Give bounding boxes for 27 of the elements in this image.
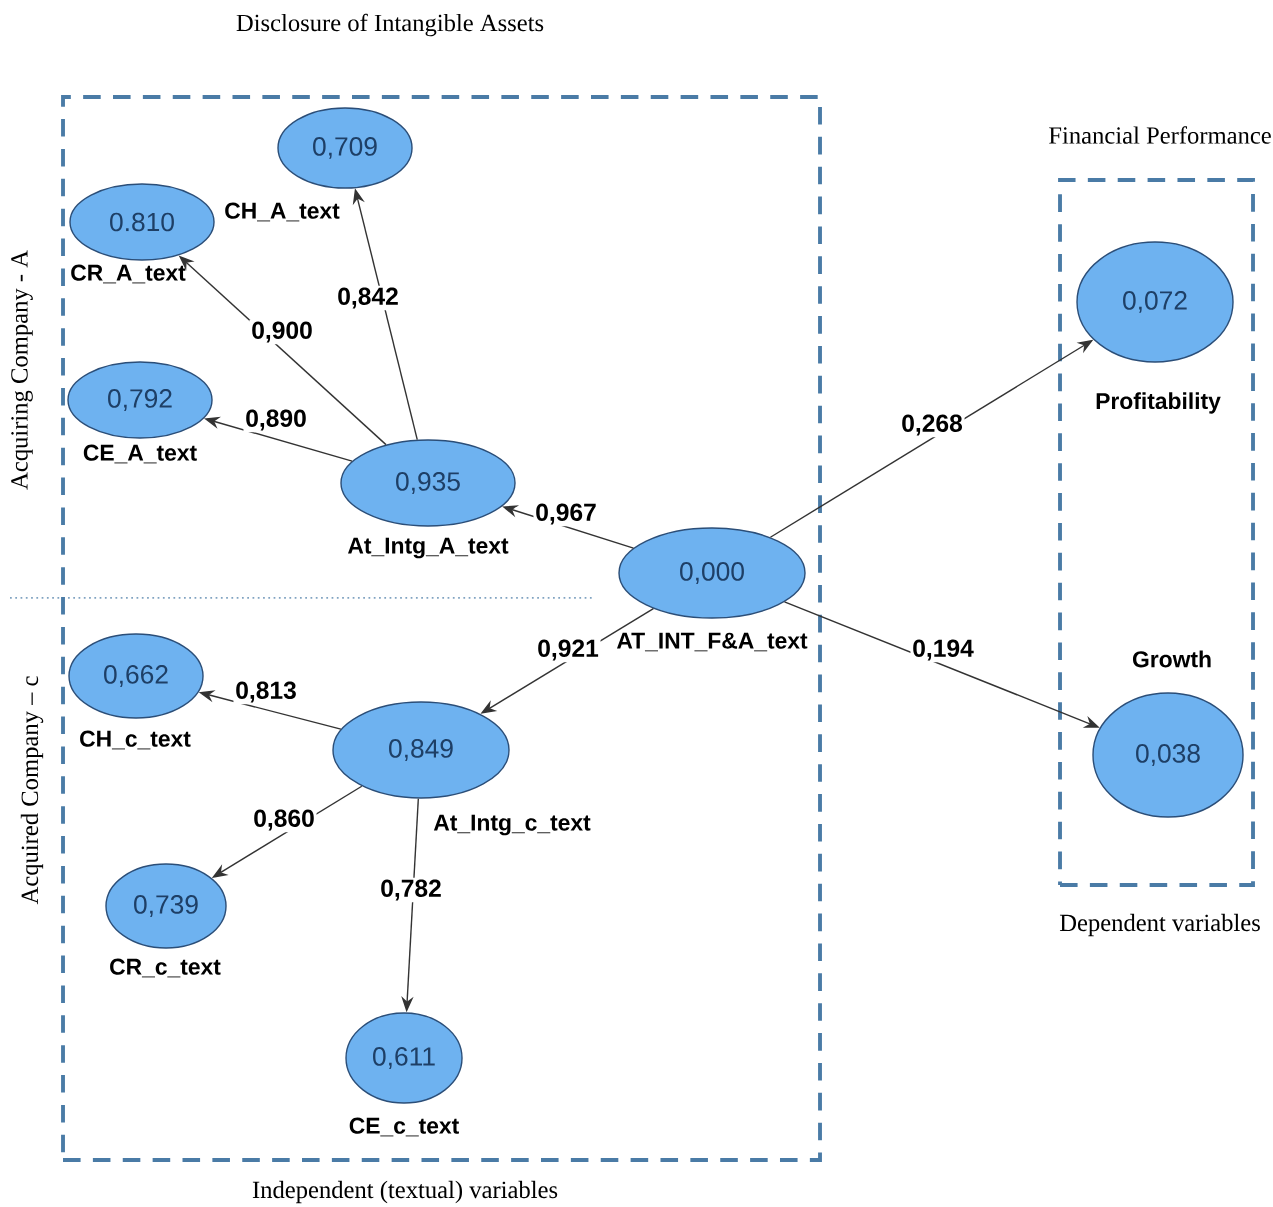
construct-name: Profitability [1096,392,1221,414]
edge-label: 0,268 [899,412,965,438]
construct-name: CH_A_text [225,202,340,222]
construct-name: Growth [1132,650,1211,668]
edge-label: 0,194 [910,637,976,663]
construct-name: CH_c_text [80,730,191,750]
edge-label: 0,860 [251,807,317,833]
group-heading: Acquired Company – c [20,676,44,905]
construct-name: CE_c_text [349,1117,459,1137]
edge-label: 0,842 [335,285,401,311]
group-heading: Disclosure of Intangible Assets [236,13,544,37]
construct-name: CR_c_text [110,958,221,978]
construct-name: At_Intg_A_text [348,537,509,559]
group-heading: Acquiring Company - A [11,250,33,490]
construct-name: CE_A_text [83,444,197,464]
edge-label: 0,813 [233,679,299,705]
group-heading: Independent (textual) variables [252,1180,558,1204]
construct-name: At_Intg_c_text [433,814,591,836]
group-heading: Dependent variables [1059,913,1260,937]
edge-label: 0,921 [535,637,601,663]
edge-label: 0,967 [533,501,599,527]
construct-name: CR_A_text [71,264,186,284]
group-heading: Financial Performance [1049,126,1271,144]
edge-label: 0,890 [243,407,309,433]
edge-label: 0,782 [378,877,444,903]
construct-name: AT_INT_F&A_text [616,632,808,652]
edge-label: 0,900 [249,319,315,345]
